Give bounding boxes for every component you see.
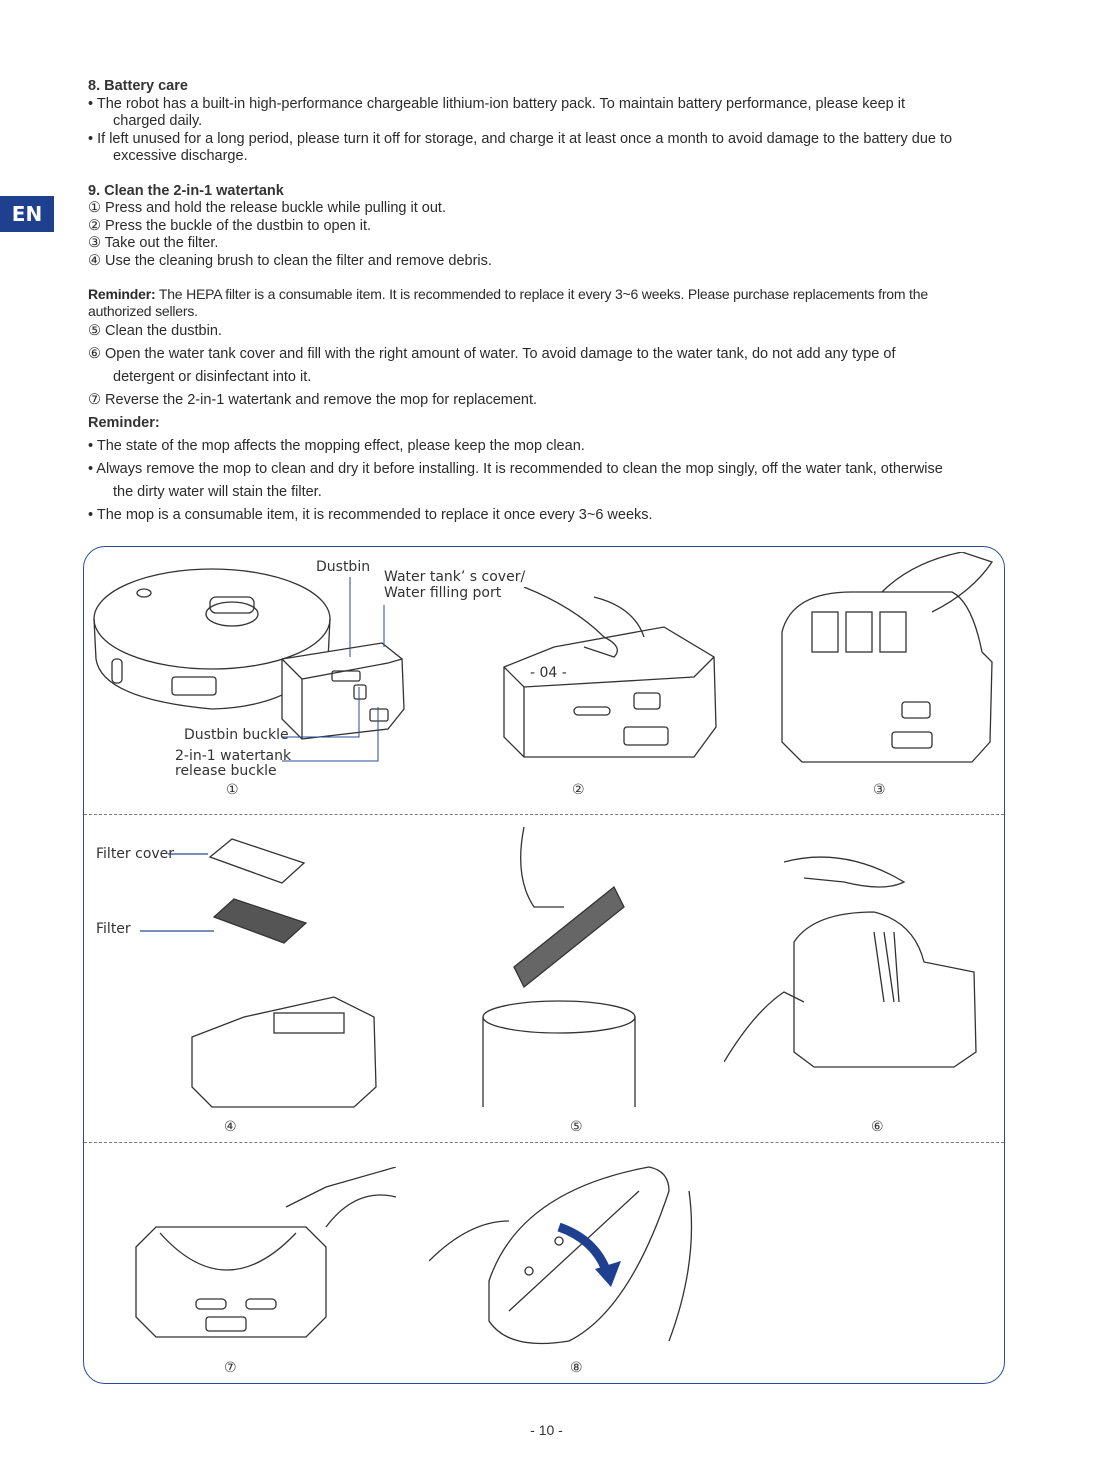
battery-bullet-2-cont: excessive discharge. bbox=[113, 148, 248, 164]
step-num-8: ⑧ bbox=[570, 1360, 583, 1376]
reminder-2-bullet-3: • The mop is a consumable item, it is re… bbox=[88, 507, 653, 523]
label-cover: Water tank’ s cover/ bbox=[384, 569, 526, 585]
label-dustbin: Dustbin bbox=[316, 559, 371, 575]
label-filter-cover: Filter cover bbox=[96, 846, 175, 862]
step-num-6: ⑥ bbox=[871, 1119, 884, 1135]
reverse-watertank-illustration bbox=[135, 1167, 396, 1338]
reminder-2-bullet-2-cont: the dirty water will stain the filter. bbox=[113, 484, 322, 500]
label-dustbin-buckle: Dustbin buckle bbox=[184, 727, 289, 743]
step-num-4: ④ bbox=[224, 1119, 237, 1135]
remove-mop-illustration bbox=[429, 1166, 693, 1345]
step-num-3: ③ bbox=[873, 782, 886, 798]
step-num-7: ⑦ bbox=[224, 1360, 237, 1376]
reminder-1-text: The HEPA filter is a consumable item. It… bbox=[155, 286, 928, 302]
reminder-1: Reminder: The HEPA filter is a consumabl… bbox=[88, 286, 1008, 303]
label-cover-2: Water filling port bbox=[384, 585, 502, 601]
step-7: ⑦ Reverse the 2-in-1 watertank and remov… bbox=[88, 392, 538, 408]
step-num-2: ② bbox=[572, 782, 585, 798]
battery-bullet-2: • If left unused for a long period, plea… bbox=[88, 130, 953, 147]
battery-bullet-1: • The robot has a built-in high-performa… bbox=[88, 95, 905, 112]
clean-dustbin-illustration bbox=[724, 856, 977, 1068]
reminder-1-cont: authorized sellers. bbox=[88, 303, 198, 319]
battery-bullet-1-cont: charged daily. bbox=[113, 113, 203, 129]
reminder-2-label: Reminder: bbox=[88, 415, 160, 431]
language-tab: EN bbox=[0, 196, 54, 232]
press-dustbin-buckle-illustration bbox=[503, 587, 717, 758]
page-number: - 10 - bbox=[530, 1422, 563, 1438]
step-num-5: ⑤ bbox=[570, 1119, 583, 1135]
watertank-heading: 9. Clean the 2-in-1 watertank bbox=[88, 182, 284, 199]
reminder-1-label: Reminder: bbox=[88, 286, 156, 302]
row-divider-2 bbox=[84, 1142, 1004, 1143]
illustration-panel: Dustbin Water tank’ s cover/ Water filli… bbox=[83, 546, 1005, 1384]
row-divider-1 bbox=[84, 814, 1004, 815]
step-6-cont: detergent or disinfectant into it. bbox=[113, 369, 312, 385]
take-out-filter-illustration bbox=[781, 552, 994, 763]
reminder-2-bullet-2: • Always remove the mop to clean and dry… bbox=[88, 461, 943, 477]
step-3: ③ Take out the filter. bbox=[88, 235, 219, 251]
step-5: ⑤ Clean the dustbin. bbox=[88, 323, 222, 339]
step-4: ④ Use the cleaning brush to clean the fi… bbox=[88, 252, 492, 269]
label-04: - 04 - bbox=[530, 665, 567, 681]
filter-parts-illustration bbox=[140, 838, 377, 1108]
label-release-buckle: 2-in-1 watertank bbox=[175, 748, 292, 764]
robot-watertank-illustration bbox=[93, 568, 405, 740]
step-num-1: ① bbox=[226, 782, 239, 798]
label-release-buckle-2: release buckle bbox=[175, 763, 277, 779]
step-1: ① Press and hold the release buckle whil… bbox=[88, 200, 446, 216]
label-filter: Filter bbox=[96, 921, 131, 937]
panel-1-leader-lines bbox=[282, 577, 385, 762]
step-2: ② Press the buckle of the dustbin to ope… bbox=[88, 217, 372, 234]
instructions-text: 8. Battery care • The robot has a built-… bbox=[88, 78, 1008, 527]
brush-clean-filter-illustration bbox=[482, 826, 636, 1107]
battery-heading: 8. Battery care bbox=[88, 78, 188, 94]
reminder-2-bullet-1: • The state of the mop affects the moppi… bbox=[88, 438, 585, 454]
step-6: ⑥ Open the water tank cover and fill wit… bbox=[88, 346, 896, 362]
